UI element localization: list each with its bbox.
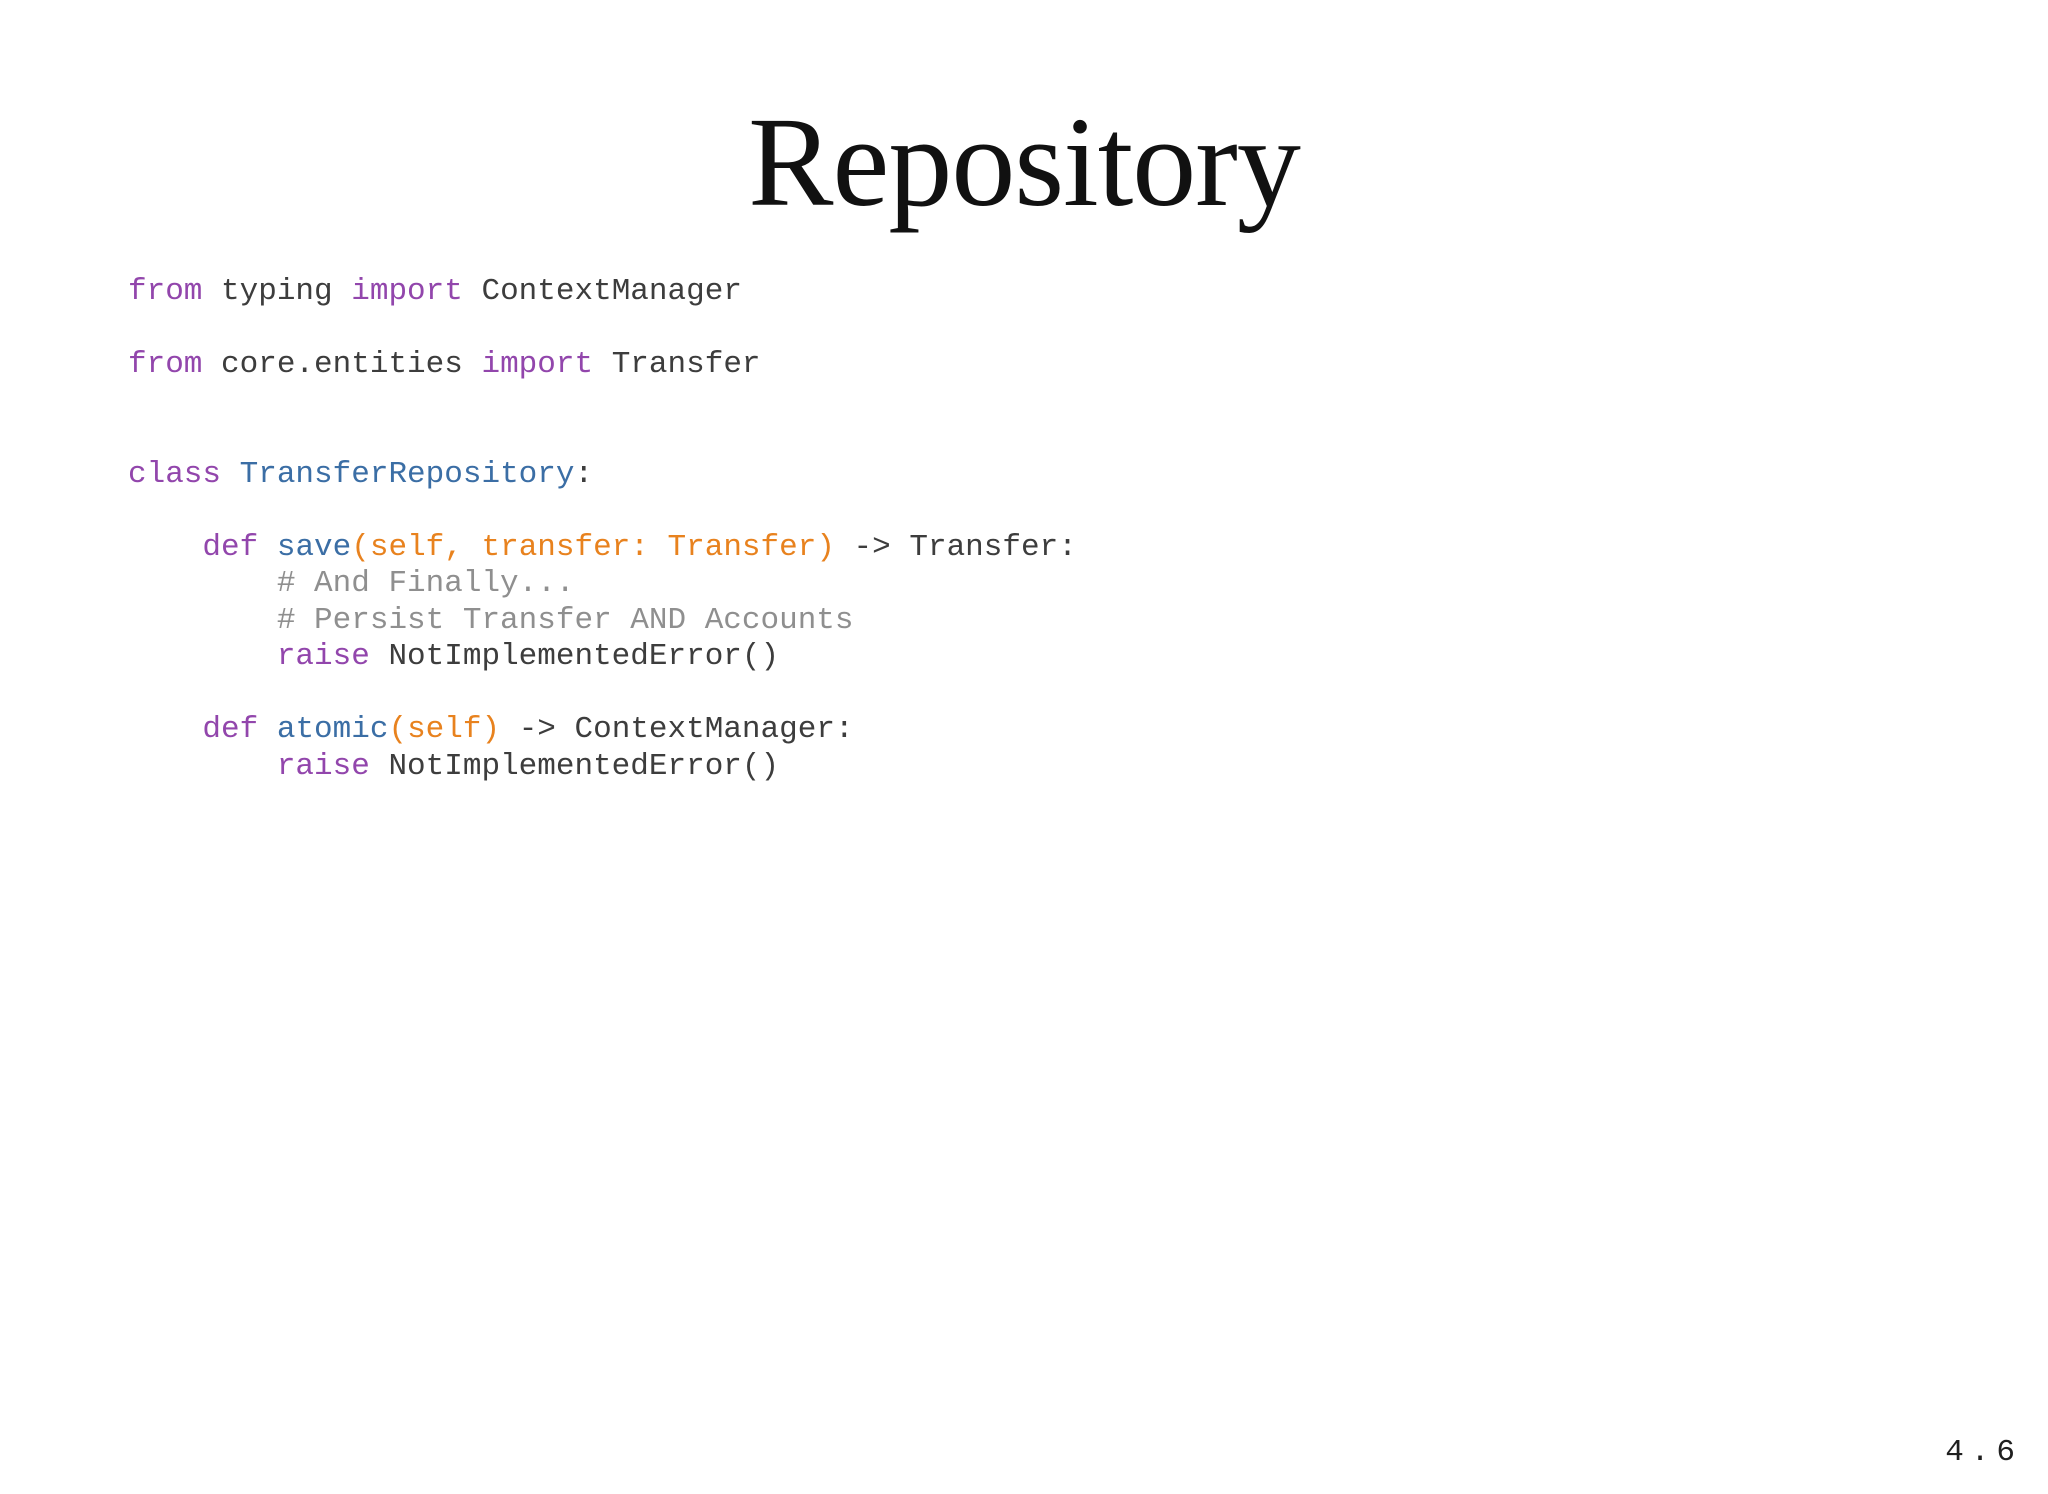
code-line [128, 493, 1077, 530]
slide-title: Repository [748, 91, 1301, 233]
slide-number: 4.6 [1945, 1435, 2022, 1470]
code-line: # Persist Transfer AND Accounts [128, 602, 854, 638]
code-line [128, 420, 1077, 457]
code-line: raise NotImplementedError() [276, 639, 780, 674]
code-line: from typing import ContextManager [128, 274, 742, 309]
code-line [128, 311, 1077, 348]
code-line: raise NotImplementedError() [276, 748, 780, 784]
code-line: # And Finally... [128, 566, 575, 601]
code-line: def atomic(self) -> ContextManager: [202, 712, 854, 747]
code-block: from typing import ContextManager from c… [128, 274, 1077, 785]
code-line [128, 676, 1077, 713]
code-line [128, 384, 1077, 421]
code-line: def save(self, transfer: Transfer) -> Tr… [202, 529, 1077, 565]
code-line: from core.entities import Transfer [128, 347, 761, 382]
code-line: class TransferRepository: [128, 456, 594, 492]
